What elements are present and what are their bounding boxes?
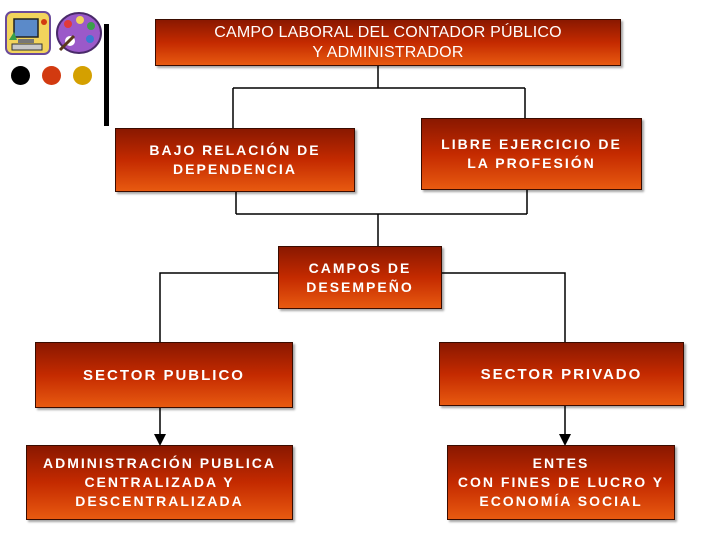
divider-bar — [104, 24, 109, 126]
performance-fields-box: CAMPOS DE DESEMPEÑO — [278, 246, 442, 309]
black-dot — [11, 66, 30, 85]
public-administration-text: ADMINISTRACIÓN PUBLICA CENTRALIZADA Y DE… — [43, 455, 276, 509]
dependency-text: BAJO RELACIÓN DE DEPENDENCIA — [149, 142, 321, 177]
computer-clipart-icon — [5, 11, 51, 55]
gold-dot — [73, 66, 92, 85]
dependency-box: BAJO RELACIÓN DE DEPENDENCIA — [115, 128, 355, 192]
title-text: CAMPO LABORAL DEL CONTADOR PÚBLICO Y ADM… — [214, 23, 562, 61]
independent-practice-text: LIBRE EJERCICIO DE LA PROFESIÓN — [441, 136, 622, 171]
private-entities-text: ENTES CON FINES DE LUCRO Y ECONOMÍA SOCI… — [457, 455, 665, 509]
private-sector-text: SECTOR PRIVADO — [480, 365, 643, 383]
red-dot — [42, 66, 61, 85]
private-sector-box: SECTOR PRIVADO — [439, 342, 684, 406]
private-entities-box: ENTES CON FINES DE LUCRO Y ECONOMÍA SOCI… — [447, 445, 675, 520]
paint-palette-clipart-icon — [56, 12, 102, 54]
performance-fields-text: CAMPOS DE DESEMPEÑO — [306, 259, 414, 295]
independent-practice-box: LIBRE EJERCICIO DE LA PROFESIÓN — [421, 118, 642, 190]
public-administration-box: ADMINISTRACIÓN PUBLICA CENTRALIZADA Y DE… — [26, 445, 293, 520]
public-sector-box: SECTOR PUBLICO — [35, 342, 293, 408]
title-box: CAMPO LABORAL DEL CONTADOR PÚBLICO Y ADM… — [155, 19, 621, 66]
public-sector-text: SECTOR PUBLICO — [83, 366, 245, 384]
